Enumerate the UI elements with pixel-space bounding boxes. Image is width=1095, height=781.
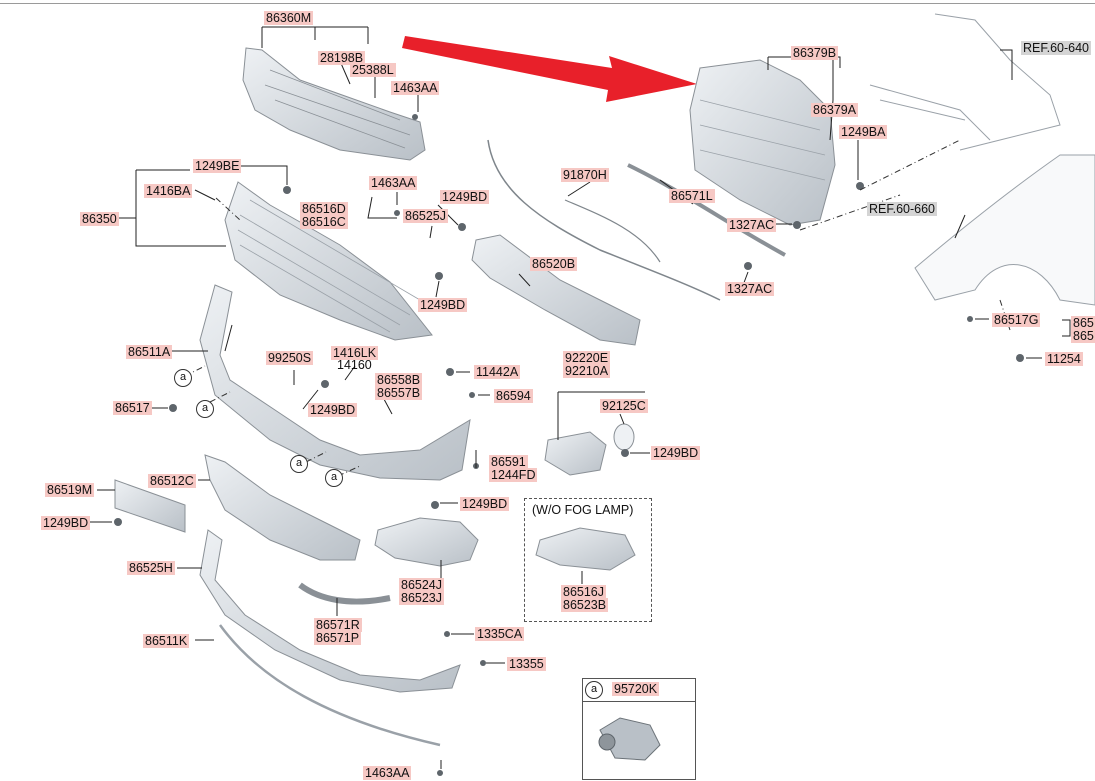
- label-14160[interactable]: 14160: [337, 358, 372, 372]
- part-fender: [914, 154, 1095, 306]
- part-side-garnish: [374, 517, 479, 567]
- callout-circle-a[interactable]: a: [174, 369, 192, 387]
- label-865-a[interactable]: 865: [1071, 316, 1095, 330]
- callout-circle-a[interactable]: a: [196, 400, 214, 418]
- part-lower-strip: [298, 582, 391, 605]
- label-1249BD-1[interactable]: 1249BD: [440, 190, 490, 204]
- label-86519M[interactable]: 86519M: [45, 483, 95, 497]
- red-arrow-icon: [402, 36, 697, 102]
- label-1244FD[interactable]: 1244FD: [489, 468, 538, 482]
- upper-cover-ribs: [264, 69, 411, 149]
- part-lower-lip: [199, 529, 461, 693]
- part-fog-cover: [535, 527, 636, 571]
- label-1416BA[interactable]: 1416BA: [144, 184, 193, 198]
- label-1463AA-top[interactable]: 1463AA: [391, 81, 440, 95]
- part-fog-lamp: [544, 431, 607, 476]
- label-86516J[interactable]: 86516J: [561, 585, 607, 599]
- label-1249BE[interactable]: 1249BE: [193, 159, 242, 173]
- part-body-frame: [869, 13, 1061, 151]
- callout-circle-a[interactable]: a: [325, 469, 343, 487]
- part-license-plate-bracket: [114, 479, 186, 533]
- label-99250S[interactable]: 99250S: [266, 351, 314, 365]
- label-86516C[interactable]: 86516C: [300, 215, 348, 229]
- label-1463AA-mid[interactable]: 1463AA: [369, 176, 418, 190]
- label-86558B[interactable]: 86558B: [375, 373, 423, 387]
- label-86571R[interactable]: 86571R: [314, 618, 362, 632]
- label-86523B[interactable]: 86523B: [561, 598, 609, 612]
- top-border-line: [0, 3, 1095, 4]
- label-11254[interactable]: 11254: [1045, 352, 1083, 366]
- callout-circle-a-box[interactable]: a: [585, 681, 603, 699]
- label-86360M[interactable]: 86360M: [264, 11, 314, 25]
- part-wiring-harness: [487, 139, 721, 301]
- label-86523J[interactable]: 86523J: [399, 591, 445, 605]
- label-1249BA[interactable]: 1249BA: [839, 125, 888, 139]
- label-86379B[interactable]: 86379B: [791, 46, 839, 60]
- part-center-bracket: [471, 234, 641, 346]
- label-1249BD-4[interactable]: 1249BD: [308, 403, 358, 417]
- label-1327AC-2[interactable]: 1327AC: [725, 282, 775, 296]
- label-86525J[interactable]: 86525J: [403, 209, 449, 223]
- grille-slats: [237, 199, 421, 333]
- label-86512C[interactable]: 86512C: [148, 474, 196, 488]
- label-1416LK[interactable]: 1416LK: [331, 346, 379, 360]
- label-86594[interactable]: 86594: [494, 389, 533, 403]
- label-1249BD-6[interactable]: 1249BD: [460, 497, 510, 511]
- part-bumper-cover: [199, 284, 471, 481]
- part-lower-grille: [204, 454, 361, 561]
- label-1249BD-5[interactable]: 1249BD: [41, 516, 91, 530]
- label-86525H[interactable]: 86525H: [127, 561, 175, 575]
- callout-circle-a[interactable]: a: [290, 455, 308, 473]
- part-air-flap: [689, 59, 836, 226]
- label-1327AC-1[interactable]: 1327AC: [727, 218, 777, 232]
- label-1463AA-bottom[interactable]: 1463AA: [363, 766, 412, 780]
- label-28198B[interactable]: 28198B: [318, 51, 366, 65]
- label-ref-60-640[interactable]: REF.60-640: [1021, 41, 1092, 55]
- label-92210A[interactable]: 92210A: [563, 364, 611, 378]
- label-91870H[interactable]: 91870H: [561, 168, 609, 182]
- sensor-callout-header: [583, 679, 695, 702]
- part-upper-strip: [627, 163, 786, 257]
- part-bottom-trim: [218, 624, 441, 747]
- label-without-fog-lamp[interactable]: (W/O FOG LAMP): [532, 503, 634, 517]
- part-fog-lamp-bezel: [613, 423, 635, 451]
- label-86379A[interactable]: 86379A: [811, 103, 859, 117]
- label-13355[interactable]: 13355: [507, 657, 546, 671]
- label-25388L[interactable]: 25388L: [350, 63, 396, 77]
- fastener-icons: [114, 114, 1024, 776]
- label-86557B[interactable]: 86557B: [375, 386, 423, 400]
- label-86517G[interactable]: 86517G: [992, 313, 1041, 327]
- label-86511A[interactable]: 86511A: [126, 345, 173, 359]
- part-upper-cover: [242, 47, 426, 161]
- label-86511K[interactable]: 86511K: [143, 634, 190, 648]
- label-86571P[interactable]: 86571P: [314, 631, 362, 645]
- label-ref-60-660[interactable]: REF.60-660: [867, 202, 938, 216]
- label-86516D[interactable]: 86516D: [300, 202, 348, 216]
- label-92125C[interactable]: 92125C: [600, 399, 648, 413]
- label-92220E[interactable]: 92220E: [563, 351, 611, 365]
- label-865-b[interactable]: 865: [1071, 329, 1095, 343]
- part-front-grille: [224, 181, 433, 341]
- label-86517[interactable]: 86517: [113, 401, 152, 415]
- label-86591[interactable]: 86591: [489, 455, 528, 469]
- without-fog-lamp-box: [524, 498, 652, 622]
- label-1249BD-2[interactable]: 1249BD: [418, 298, 468, 312]
- label-86520B[interactable]: 86520B: [530, 257, 578, 271]
- leader-lines: [87, 26, 1071, 769]
- label-86524J[interactable]: 86524J: [399, 578, 445, 592]
- label-86571L[interactable]: 86571L: [669, 189, 715, 203]
- label-95720K[interactable]: 95720K: [612, 682, 660, 696]
- label-11442A[interactable]: 11442A: [474, 365, 521, 379]
- sensor-callout-box: [582, 678, 696, 780]
- label-1249BD-3[interactable]: 1249BD: [651, 446, 701, 460]
- label-86350[interactable]: 86350: [80, 212, 119, 226]
- part-parking-sensor: [598, 717, 661, 761]
- label-1335CA[interactable]: 1335CA: [475, 627, 525, 641]
- air-flap-blades: [699, 99, 826, 181]
